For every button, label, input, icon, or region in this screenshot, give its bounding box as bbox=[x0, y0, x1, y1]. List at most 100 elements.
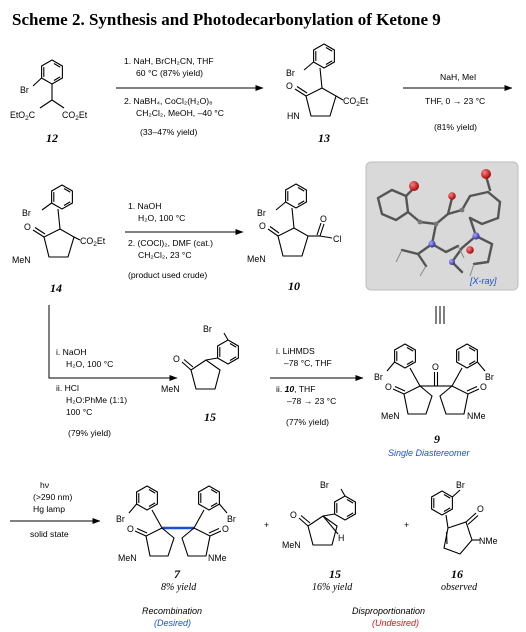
compound-label-7: 7 bbox=[174, 567, 181, 581]
cond-3e: (product used crude) bbox=[128, 270, 207, 280]
atom-nme: NMe bbox=[479, 536, 498, 546]
atom-co2et: CO2Et bbox=[62, 110, 88, 122]
cond-1c: 2. NaBH₄, CoCl₂(H₂O)₆ bbox=[124, 96, 213, 106]
cond-6b: (>290 nm) bbox=[33, 492, 73, 502]
atom-br: Br bbox=[374, 372, 383, 382]
atom-co2et: CO2Et bbox=[343, 96, 369, 108]
atom-hn: HN bbox=[287, 111, 300, 121]
atom-br: Br bbox=[203, 324, 212, 334]
structure-12: Br EtO2C CO2Et bbox=[10, 59, 88, 122]
cond-1d: CH₂Cl₂, MeOH, –40 °C bbox=[136, 108, 224, 118]
cond-2c: (81% yield) bbox=[434, 122, 477, 132]
yield-7: 8% yield bbox=[161, 582, 197, 593]
compound-label-9: 9 bbox=[434, 432, 440, 446]
scheme-title: Scheme 2. Synthesis and Photodecarbonyla… bbox=[12, 10, 441, 29]
structure-15: Br O MeN bbox=[161, 324, 239, 394]
compound-label-10: 10 bbox=[288, 279, 300, 293]
xray-label: [X-ray] bbox=[469, 276, 497, 286]
cond-6a: hν bbox=[40, 480, 49, 490]
single-diastereomer-note: Single Diastereomer bbox=[388, 448, 471, 458]
cond-6d: solid state bbox=[30, 529, 69, 539]
recombination-caption: Recombination bbox=[142, 606, 202, 616]
compound-label-16: 16 bbox=[451, 567, 463, 581]
atom-br: Br bbox=[456, 480, 465, 490]
atom-cl: Cl bbox=[333, 234, 341, 244]
cond-4c: ii. HCl bbox=[56, 383, 79, 393]
undesired-caption: (Undesired) bbox=[372, 618, 419, 628]
atom-br: Br bbox=[485, 372, 494, 382]
atom-o: O bbox=[286, 81, 293, 91]
xray-structure-panel: [X-ray] bbox=[365, 161, 519, 291]
atom-br: Br bbox=[116, 514, 125, 524]
atom-men: MeN bbox=[381, 411, 400, 421]
structure-15-product: Br O H MeN bbox=[282, 480, 356, 550]
atom-eto2c: EtO2C bbox=[10, 110, 36, 122]
structure-14: Br O CO2Et MeN bbox=[12, 184, 106, 265]
structure-10: Br O O Cl MeN bbox=[247, 183, 341, 264]
cond-2a: NaH, MeI bbox=[440, 72, 476, 82]
atom-o: O bbox=[259, 221, 266, 231]
plus-sign: + bbox=[404, 520, 409, 530]
disproportionation-caption: Disproportionation bbox=[352, 606, 425, 616]
atom-br: Br bbox=[286, 68, 295, 78]
cond-4a: i. NaOH bbox=[56, 347, 87, 357]
identity-marker bbox=[435, 306, 445, 324]
atom-men: MeN bbox=[161, 384, 180, 394]
compound-label-15: 15 bbox=[204, 410, 216, 424]
atom-br: Br bbox=[22, 208, 31, 218]
atom-br: Br bbox=[20, 85, 29, 95]
reaction-arrow-4 bbox=[48, 305, 178, 381]
structure-13: Br O CO2Et HN bbox=[286, 43, 369, 121]
cond-2b: THF, 0 → 23 °C bbox=[425, 96, 485, 106]
atom-men: MeN bbox=[12, 255, 31, 265]
cond-3b: H₂O, 100 °C bbox=[138, 213, 185, 223]
cond-1a: 1. NaH, BrCH₂CN, THF bbox=[124, 56, 214, 66]
atom-o: O bbox=[480, 382, 487, 392]
atom-nme: NMe bbox=[208, 553, 227, 563]
cond-4d: H₂O:PhMe (1:1) bbox=[66, 395, 127, 405]
cond-5d: –78 → 23 °C bbox=[287, 396, 336, 406]
cond-5b: –78 °C, THF bbox=[284, 358, 332, 368]
cond-4f: (79% yield) bbox=[68, 428, 111, 438]
structure-16: Br O NMe bbox=[431, 480, 498, 555]
cond-3c: 2. (COCl)₂, DMF (cat.) bbox=[128, 238, 213, 248]
atom-o: O bbox=[290, 510, 297, 520]
cond-4e: 100 °C bbox=[66, 407, 92, 417]
cond-3a: 1. NaOH bbox=[128, 201, 161, 211]
cond-5e: (77% yield) bbox=[286, 417, 329, 427]
atom-br: Br bbox=[227, 514, 236, 524]
compound-label-13: 13 bbox=[318, 131, 330, 145]
yield-15: 16% yield bbox=[312, 582, 353, 593]
atom-h: H bbox=[338, 533, 344, 543]
cond-6c: Hg lamp bbox=[33, 504, 65, 514]
atom-o: O bbox=[173, 354, 180, 364]
atom-nme: NMe bbox=[467, 411, 486, 421]
atom-men: MeN bbox=[282, 540, 301, 550]
structure-7: Br Br O O MeN NMe bbox=[116, 485, 236, 563]
cond-5c: ii. 10, THF bbox=[276, 384, 316, 394]
plus-sign: + bbox=[264, 520, 269, 530]
atom-br: Br bbox=[320, 480, 329, 490]
compound-label-12: 12 bbox=[46, 131, 58, 145]
cond-5a: i. LiHMDS bbox=[276, 346, 315, 356]
atom-o: O bbox=[320, 214, 327, 224]
compound-label-14: 14 bbox=[50, 281, 62, 295]
atom-men: MeN bbox=[247, 254, 266, 264]
cond-4b: H₂O, 100 °C bbox=[66, 359, 113, 369]
compound-label-15-product: 15 bbox=[329, 567, 341, 581]
observed-16: observed bbox=[441, 582, 478, 593]
structure-9: Br Br O O O MeN NMe bbox=[374, 343, 494, 421]
atom-o: O bbox=[477, 504, 484, 514]
atom-o: O bbox=[385, 382, 392, 392]
atom-o: O bbox=[432, 362, 439, 372]
atom-br: Br bbox=[257, 208, 266, 218]
atom-o: O bbox=[222, 524, 229, 534]
desired-caption: (Desired) bbox=[154, 618, 191, 628]
cond-1e: (33–47% yield) bbox=[140, 127, 197, 137]
atom-o: O bbox=[127, 524, 134, 534]
cond-3d: CH₂Cl₂, 23 °C bbox=[138, 250, 192, 260]
atom-o: O bbox=[24, 222, 31, 232]
atom-men: MeN bbox=[118, 553, 137, 563]
cond-1b: 60 °C (87% yield) bbox=[136, 68, 203, 78]
